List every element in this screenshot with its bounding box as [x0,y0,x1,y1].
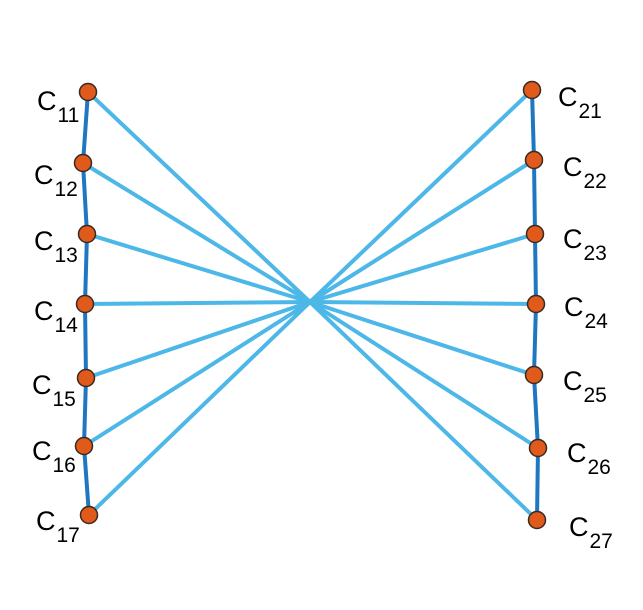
node-c22 [524,150,544,170]
label-c21: C21 [558,82,602,123]
node-c15 [76,368,96,388]
label-c14: C14 [34,296,78,337]
label-letter: C [34,296,54,326]
node-c24 [526,294,546,314]
label-c24: C24 [564,292,608,333]
label-subscript: 25 [583,384,607,407]
label-letter: C [567,438,587,468]
label-letter: C [563,152,583,182]
label-subscript: 23 [583,242,607,265]
label-letter: C [34,226,54,256]
link-c13-to-hub [85,232,312,304]
label-subscript: 21 [578,100,602,123]
label-c12: C12 [34,160,78,201]
label-letter: C [36,506,56,536]
label-c16: C16 [32,436,76,477]
label-c13: C13 [34,226,78,267]
node-c26 [528,438,548,458]
label-letter: C [32,370,52,400]
label-subscript: 17 [56,524,80,547]
node-c13 [77,224,97,244]
label-subscript: 26 [587,456,611,479]
link-c11-to-hub [86,90,312,304]
node-c25 [524,365,544,385]
node-c17 [79,505,99,525]
link-c27-to-hub [308,300,539,522]
label-c11: C11 [37,86,79,127]
label-subscript: 22 [583,170,607,193]
nodes-group [73,80,548,530]
node-c27 [527,510,547,530]
label-subscript: 14 [54,314,78,337]
node-c21 [522,80,542,100]
label-subscript: 13 [54,244,78,267]
label-subscript: 15 [52,388,76,411]
link-c22-to-hub [308,158,536,304]
link-c15-to-hub [84,300,312,380]
label-subscript: 12 [54,178,78,201]
link-c26-to-hub [308,300,540,450]
label-subscript: 27 [589,530,613,553]
node-c23 [525,224,545,244]
label-c27: C27 [569,512,613,553]
link-c23-to-hub [308,232,537,304]
label-letter: C [558,82,578,112]
label-c23: C23 [563,224,607,265]
link-c24-to-hub [308,300,538,306]
node-c14 [75,294,95,314]
links-group [81,88,540,522]
link-c25-to-hub [308,300,536,377]
label-letter: C [34,160,54,190]
label-letter: C [37,86,57,116]
link-c12-to-hub [81,161,312,304]
link-c21-to-hub [308,88,534,304]
label-c25: C25 [563,366,607,407]
link-c16-to-hub [82,300,312,448]
label-c22: C22 [563,152,607,193]
link-c14-to-hub [83,300,312,306]
label-letter: C [569,512,589,542]
label-letter: C [564,292,584,322]
label-c15: C15 [32,370,76,411]
link-c17-to-hub [87,300,312,517]
label-letter: C [563,366,583,396]
label-subscript: 11 [57,104,80,127]
label-letter: C [32,436,52,466]
label-subscript: 24 [584,310,608,333]
label-c17: C17 [36,506,80,547]
node-c11 [78,82,98,102]
node-c16 [74,436,94,456]
node-c12 [73,153,93,173]
label-letter: C [563,224,583,254]
label-subscript: 16 [52,454,76,477]
label-c26: C26 [567,438,611,479]
